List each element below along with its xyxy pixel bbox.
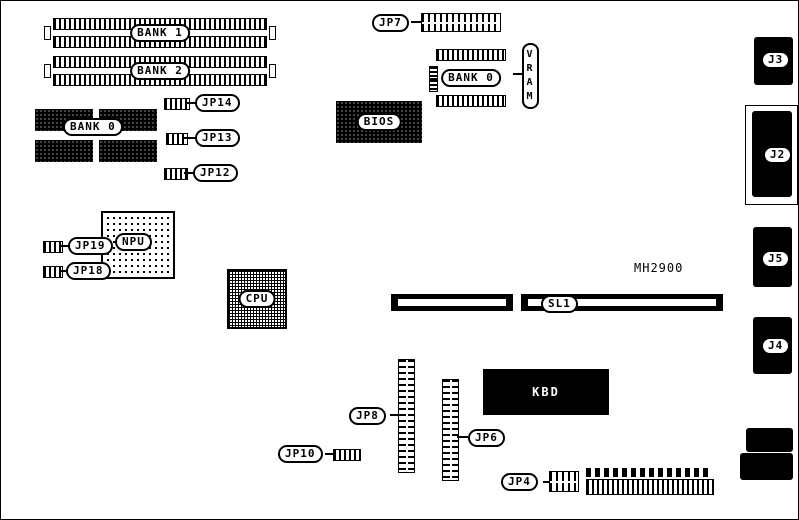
jp12-label: JP12 xyxy=(193,164,238,182)
connector-j2-bracket xyxy=(745,105,798,205)
dram-chip xyxy=(35,140,93,162)
kbd-label: KBD xyxy=(532,385,560,399)
leader-line xyxy=(543,481,549,483)
socket-side-pins xyxy=(429,79,438,92)
bank0-label: BANK 0 xyxy=(63,118,123,136)
bottom-right-connector-upper xyxy=(746,428,793,452)
simm-pin-row xyxy=(436,95,506,107)
j2-label: J2 xyxy=(763,146,793,164)
bottom-right-connector-lower xyxy=(740,453,793,480)
jp6-label: JP6 xyxy=(468,429,505,447)
npu-label: NPU xyxy=(115,233,152,251)
jp18-jumper xyxy=(43,266,63,278)
j4-label: J4 xyxy=(761,337,791,355)
jp4-label: JP4 xyxy=(501,473,538,491)
jp18-label: JP18 xyxy=(66,262,111,280)
leader-line xyxy=(59,245,69,247)
jp10-jumper xyxy=(333,449,361,461)
jp13-jumper xyxy=(166,133,188,145)
jp14-label: JP14 xyxy=(195,94,240,112)
leader-line xyxy=(59,270,67,272)
jp10-label: JP10 xyxy=(278,445,323,463)
kbd-controller-chip: KBD xyxy=(483,369,609,415)
connector-pins xyxy=(586,468,712,477)
leader-line xyxy=(184,172,194,174)
simm-socket-bank2: BANK 2 xyxy=(44,55,276,87)
cpu-chip: CPU xyxy=(227,269,287,329)
j5-label: J5 xyxy=(761,250,791,268)
bios-label: BIOS xyxy=(356,113,402,131)
simm-pin-row xyxy=(436,49,506,61)
vram-bank0-socket: BANK 0 xyxy=(429,48,513,108)
jp19-jumper xyxy=(43,241,63,253)
jp6-header xyxy=(442,379,459,481)
cpu-label: CPU xyxy=(238,290,276,308)
dram-chip xyxy=(99,140,157,162)
leader-line xyxy=(186,102,196,104)
sl1-label: SL1 xyxy=(541,295,578,313)
leader-line xyxy=(325,453,333,455)
board-title: MH2900 xyxy=(634,261,684,275)
jp8-header xyxy=(398,359,415,473)
jp19-label: JP19 xyxy=(68,237,113,255)
jp12-jumper xyxy=(164,168,188,180)
leader-line xyxy=(411,21,421,23)
j3-label: J3 xyxy=(761,51,791,69)
vram-bank0-label: BANK 0 xyxy=(441,69,501,87)
expansion-slot xyxy=(391,294,513,311)
leader-line xyxy=(513,73,523,75)
vram-label: VRAM xyxy=(522,43,539,109)
jp7-header xyxy=(421,13,501,32)
leader-line xyxy=(184,137,196,139)
leader-line xyxy=(457,436,468,438)
socket-side-pins xyxy=(429,66,438,79)
bank1-label: BANK 1 xyxy=(130,24,190,42)
bank2-label: BANK 2 xyxy=(130,62,190,80)
simm-socket-bank1: BANK 1 xyxy=(44,17,276,49)
jp14-jumper xyxy=(164,98,190,110)
jp4-header xyxy=(549,471,579,492)
jp7-label: JP7 xyxy=(372,14,409,32)
bottom-edge-connector xyxy=(586,479,714,495)
jp13-label: JP13 xyxy=(195,129,240,147)
jp8-label: JP8 xyxy=(349,407,386,425)
bios-chip: BIOS xyxy=(336,101,422,143)
leader-line xyxy=(390,414,398,416)
